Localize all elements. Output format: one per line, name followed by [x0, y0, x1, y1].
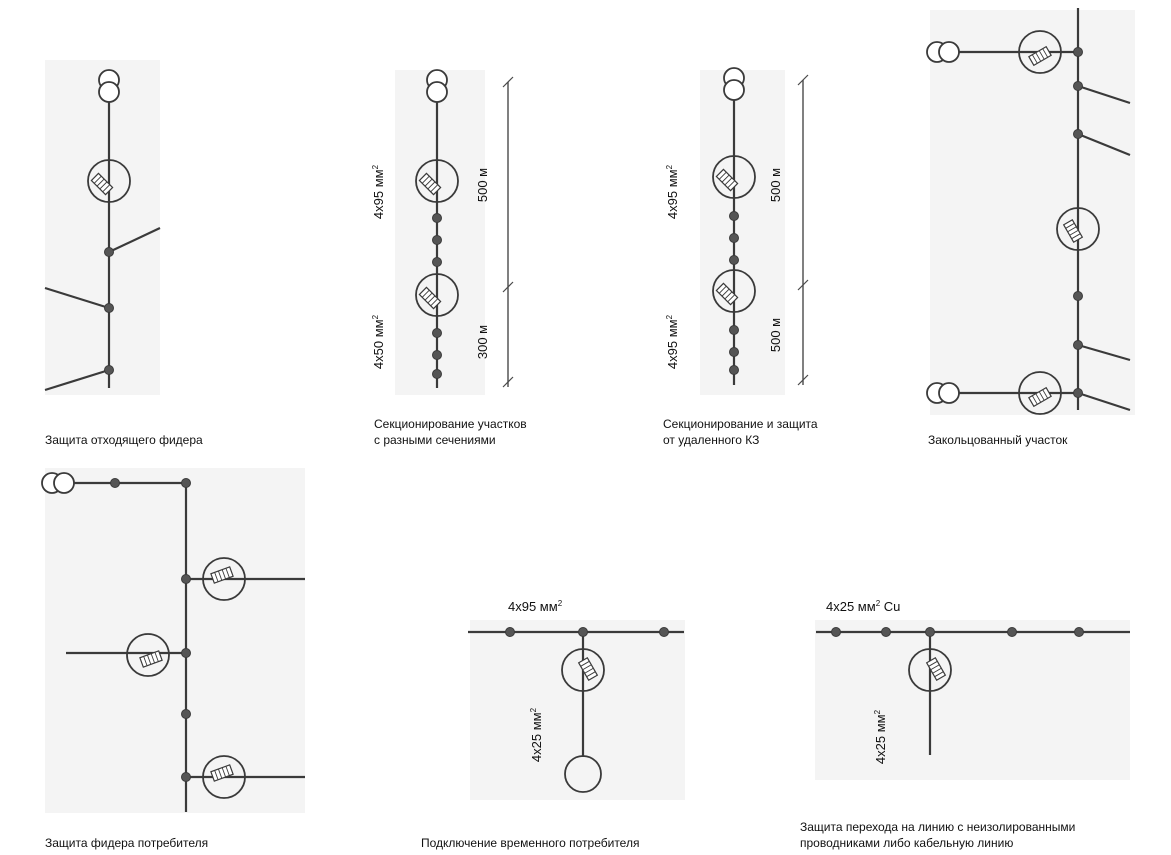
section-upper: 4x95 мм2	[665, 164, 680, 219]
protection-device	[202, 557, 246, 601]
fuse-icon	[715, 282, 739, 306]
protection-device	[561, 648, 605, 692]
fuse-icon	[577, 657, 599, 681]
length-upper: 500 м	[768, 168, 783, 202]
transformer-symbol	[723, 67, 745, 101]
diagram-temporary-consumer: 4x95 мм2 4x25 мм2 Подключение временного…	[421, 599, 684, 850]
fuse-icon	[715, 168, 739, 192]
section-lower: 4x50 мм2	[371, 314, 386, 369]
protection-device	[1018, 371, 1062, 415]
diagram-outgoing-feeder: Защита отходящего фидера	[44, 69, 203, 447]
caption-sectioning-cross-sections: Секционирование участков с разными сечен…	[374, 417, 530, 447]
fuse-icon	[210, 764, 234, 782]
fuse-icon	[418, 286, 442, 310]
protection-device	[126, 633, 170, 677]
fuse-icon	[210, 566, 234, 584]
main-section-label: 4x25 мм2 Cu	[826, 599, 900, 614]
caption-sectioning-remote-fault: Секционирование и защита от удаленного К…	[663, 417, 821, 447]
fuse-icon	[90, 172, 114, 196]
branch-section-label: 4x25 мм2	[873, 709, 888, 764]
transformer-symbol	[98, 69, 120, 103]
fuse-icon	[139, 650, 163, 668]
caption-outgoing-feeder: Защита отходящего фидера	[45, 433, 203, 447]
protection-device	[712, 269, 756, 313]
diagram-consumer-feeder: Защита фидера потребителя	[41, 472, 305, 850]
section-lower: 4x95 мм2	[665, 314, 680, 369]
fuse-icon	[1028, 45, 1052, 67]
diagram-sectioning-remote-fault: 500 м 500 м 4x95 мм2 4x95 мм2 Секциониро…	[663, 67, 821, 447]
protection-device	[87, 159, 131, 203]
protection-device	[415, 273, 459, 317]
diagram-sectioning-cross-sections: 500 м 300 м 4x95 мм2 4x50 мм2 Секциониро…	[371, 69, 530, 447]
main-section-label: 4x95 мм2	[508, 599, 563, 614]
protection-device	[712, 155, 756, 199]
section-upper: 4x95 мм2	[371, 164, 386, 219]
caption-ring-section: Закольцованный участок	[928, 433, 1068, 447]
fuse-icon	[1062, 219, 1084, 243]
transformer-symbol	[41, 472, 75, 494]
caption-transition-protection: Защита перехода на линию с неизолированн…	[800, 820, 1079, 850]
transformer-symbol	[426, 69, 448, 103]
length-lower: 300 м	[475, 325, 490, 359]
fuse-icon	[418, 172, 442, 196]
transformer-symbol	[926, 382, 960, 404]
transformer-symbol	[926, 41, 960, 63]
diagram-transition-protection: 4x25 мм2 Cu 4x25 мм2 Защита перехода на …	[800, 599, 1130, 850]
diagram-ring-section: Закольцованный участок	[926, 8, 1131, 447]
length-upper: 500 м	[475, 168, 490, 202]
protection-device	[202, 755, 246, 799]
fuse-icon	[925, 657, 947, 681]
panel-backgrounds	[45, 10, 1135, 813]
protection-device	[1056, 207, 1100, 251]
length-lower: 500 м	[768, 318, 783, 352]
branch-section-label: 4x25 мм2	[529, 707, 544, 762]
consumer-load	[564, 755, 602, 793]
fuse-icon	[1028, 386, 1052, 408]
caption-temporary-consumer: Подключение временного потребителя	[421, 836, 639, 850]
protection-device	[908, 648, 952, 692]
caption-consumer-feeder: Защита фидера потребителя	[45, 836, 208, 850]
protection-device	[415, 159, 459, 203]
protection-device	[1018, 30, 1062, 74]
